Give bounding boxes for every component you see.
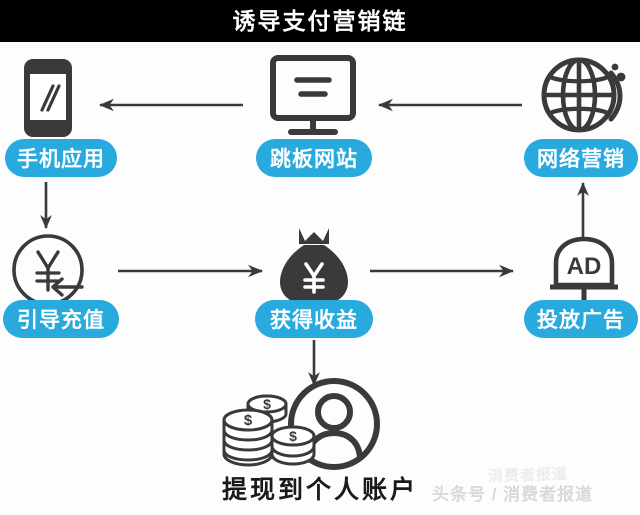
pill-obtain-revenue[interactable]: 获得收益 [255,300,373,338]
ad-billboard-icon: AD [546,235,622,305]
svg-text:$: $ [244,412,253,429]
coins-person-icon: $ $ $ [218,378,386,470]
yen-circle-icon [10,232,92,310]
pill-place-ads[interactable]: 投放广告 [524,300,638,338]
svg-text:$: $ [289,428,297,444]
pill-network-marketing[interactable]: 网络营销 [524,139,638,177]
caption-withdraw-personal-account: 提现到个人账户 [221,476,418,504]
pill-springboard-site[interactable]: 跳板网站 [256,139,372,177]
ad-label-text: AD [567,253,602,280]
page-title: 诱导支付营销链 [232,7,408,34]
globe-icon [541,55,627,137]
pill-guided-recharge[interactable]: 引导充值 [3,300,119,338]
watermark-source: 头条号 / 消费者报道 [432,485,594,504]
pill-mobile-app[interactable]: 手机应用 [5,139,117,177]
money-bag-icon [277,224,351,310]
smartphone-icon [22,57,74,139]
title-banner: 诱导支付营销链 [0,0,640,42]
monitor-icon [263,55,363,138]
svg-text:$: $ [263,396,271,412]
